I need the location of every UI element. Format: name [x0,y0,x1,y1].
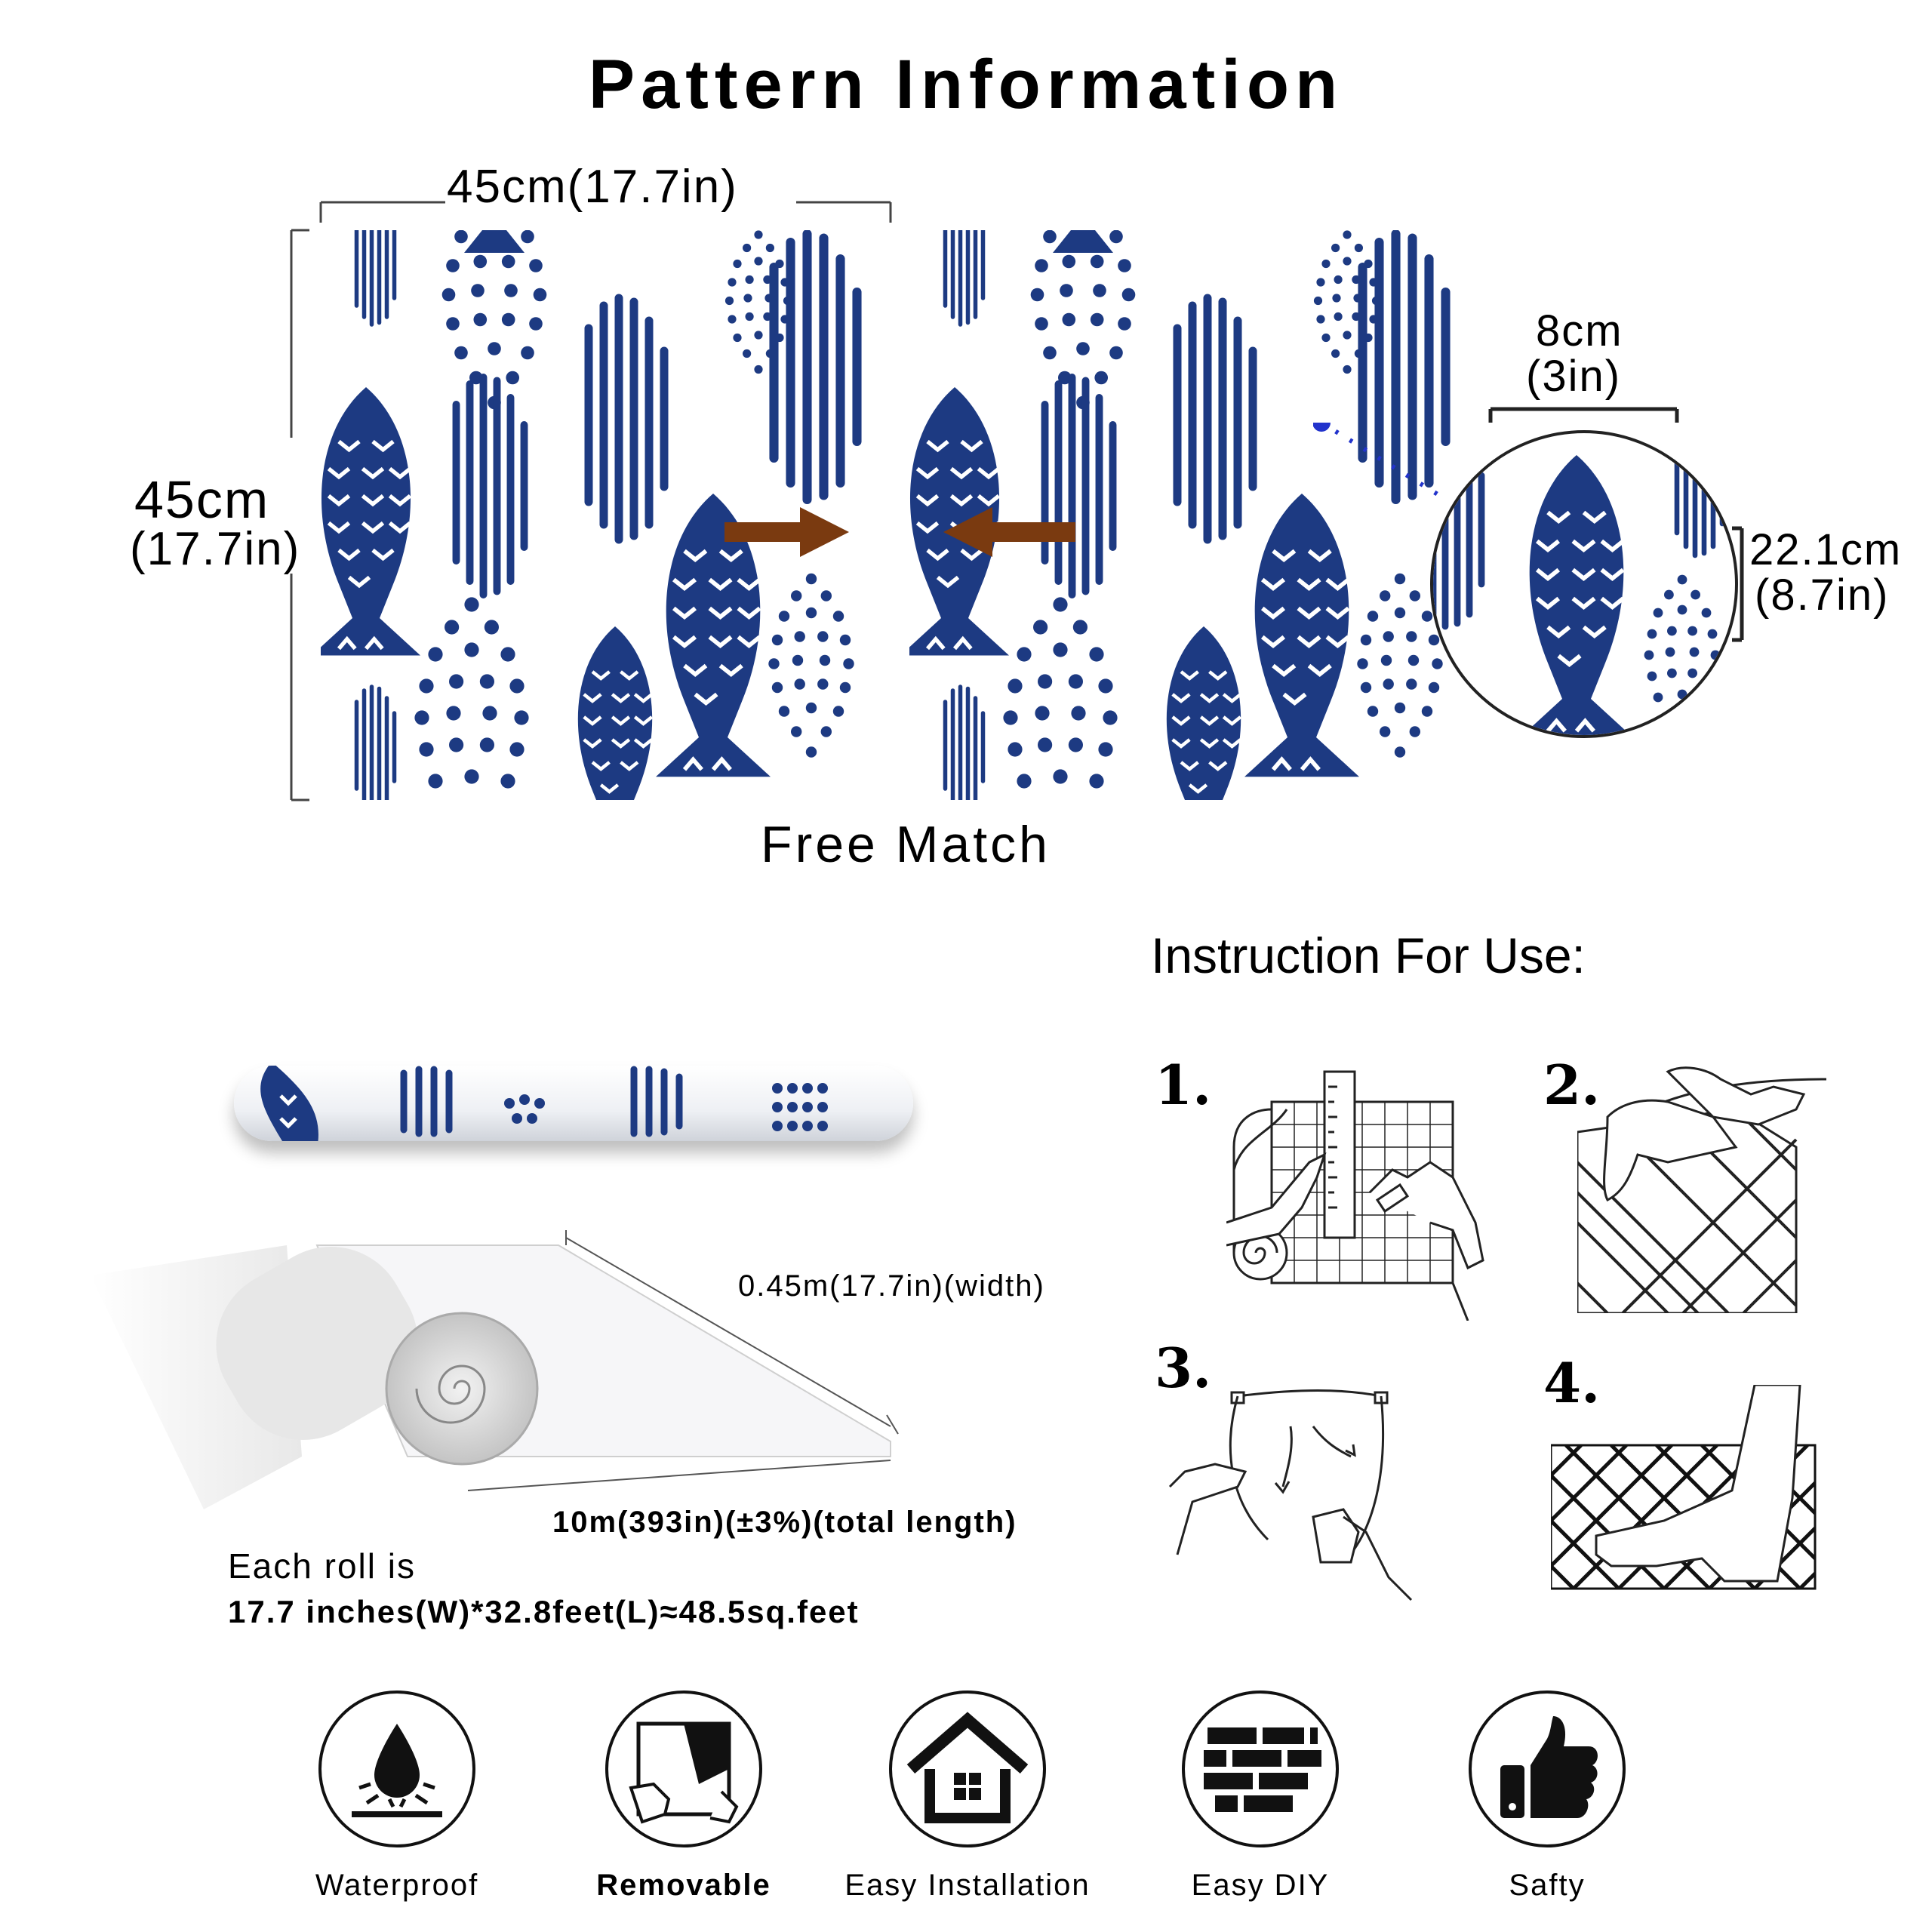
step-2-number: 2. [1543,1053,1601,1117]
match-arrows [724,507,1075,557]
height-label-cm: 45cm [134,470,270,529]
roll-length-label: 10m(393in)(±3%)(total length) [552,1506,1017,1539]
detail-width-in: (3in) [1526,352,1622,401]
step-4-number: 4. [1543,1351,1601,1415]
free-match-label: Free Match [761,816,1051,873]
page-title: Pattern Information [588,46,1344,123]
feature-label: Safty [1509,1869,1586,1902]
arrow-left-icon [943,507,1075,557]
roll-diagram [91,1230,899,1509]
feature-removable: Removable [540,1690,827,1903]
detail-circle [1430,430,1738,738]
each-roll-line2: 17.7 inches(W)*32.8feet(L)≈48.5sq.feet [228,1594,860,1629]
feature-safety: Safty [1404,1690,1690,1903]
step-2-illustration [1577,1066,1826,1313]
step-3-number: 3. [1155,1336,1212,1400]
feature-easy-diy: Easy DIY [1117,1690,1404,1903]
feature-waterproof: Waterproof [254,1690,540,1903]
step-1-illustration [1226,1070,1484,1321]
height-label-in: (17.7in) [130,523,301,575]
instruction-title: Instruction For Use: [1151,928,1586,983]
detail-zoom [1313,423,1439,497]
roll-product [234,1066,913,1141]
thumbs-up-icon [1469,1690,1626,1847]
feature-easy-installation: Easy Installation [824,1690,1111,1903]
house-icon [889,1690,1046,1847]
detail-height-in: (8.7in) [1755,571,1890,620]
step-1-number: 1. [1155,1053,1212,1117]
step-4-illustration [1551,1385,1817,1590]
arrow-right-icon [724,507,849,557]
brick-wall-icon [1182,1690,1339,1847]
each-roll-line1: Each roll is [228,1546,416,1586]
step-3-illustration [1168,1389,1413,1601]
detail-height-cm: 22.1cm [1749,525,1903,574]
feature-label: Waterproof [315,1869,479,1902]
pattern-panel-left [321,230,891,800]
roll-width-label: 0.45m(17.7in)(width) [738,1269,1045,1303]
feature-label: Easy Installation [844,1869,1091,1902]
width-label: 45cm(17.7in) [447,161,738,213]
water-drop-icon [318,1690,475,1847]
pattern-panel-right [909,230,1479,800]
feature-label: Removable [596,1869,771,1902]
detail-width-cm: 8cm [1536,306,1623,355]
peel-icon [605,1690,762,1847]
feature-label: Easy DIY [1191,1869,1330,1902]
dimension-lines [290,201,1744,801]
